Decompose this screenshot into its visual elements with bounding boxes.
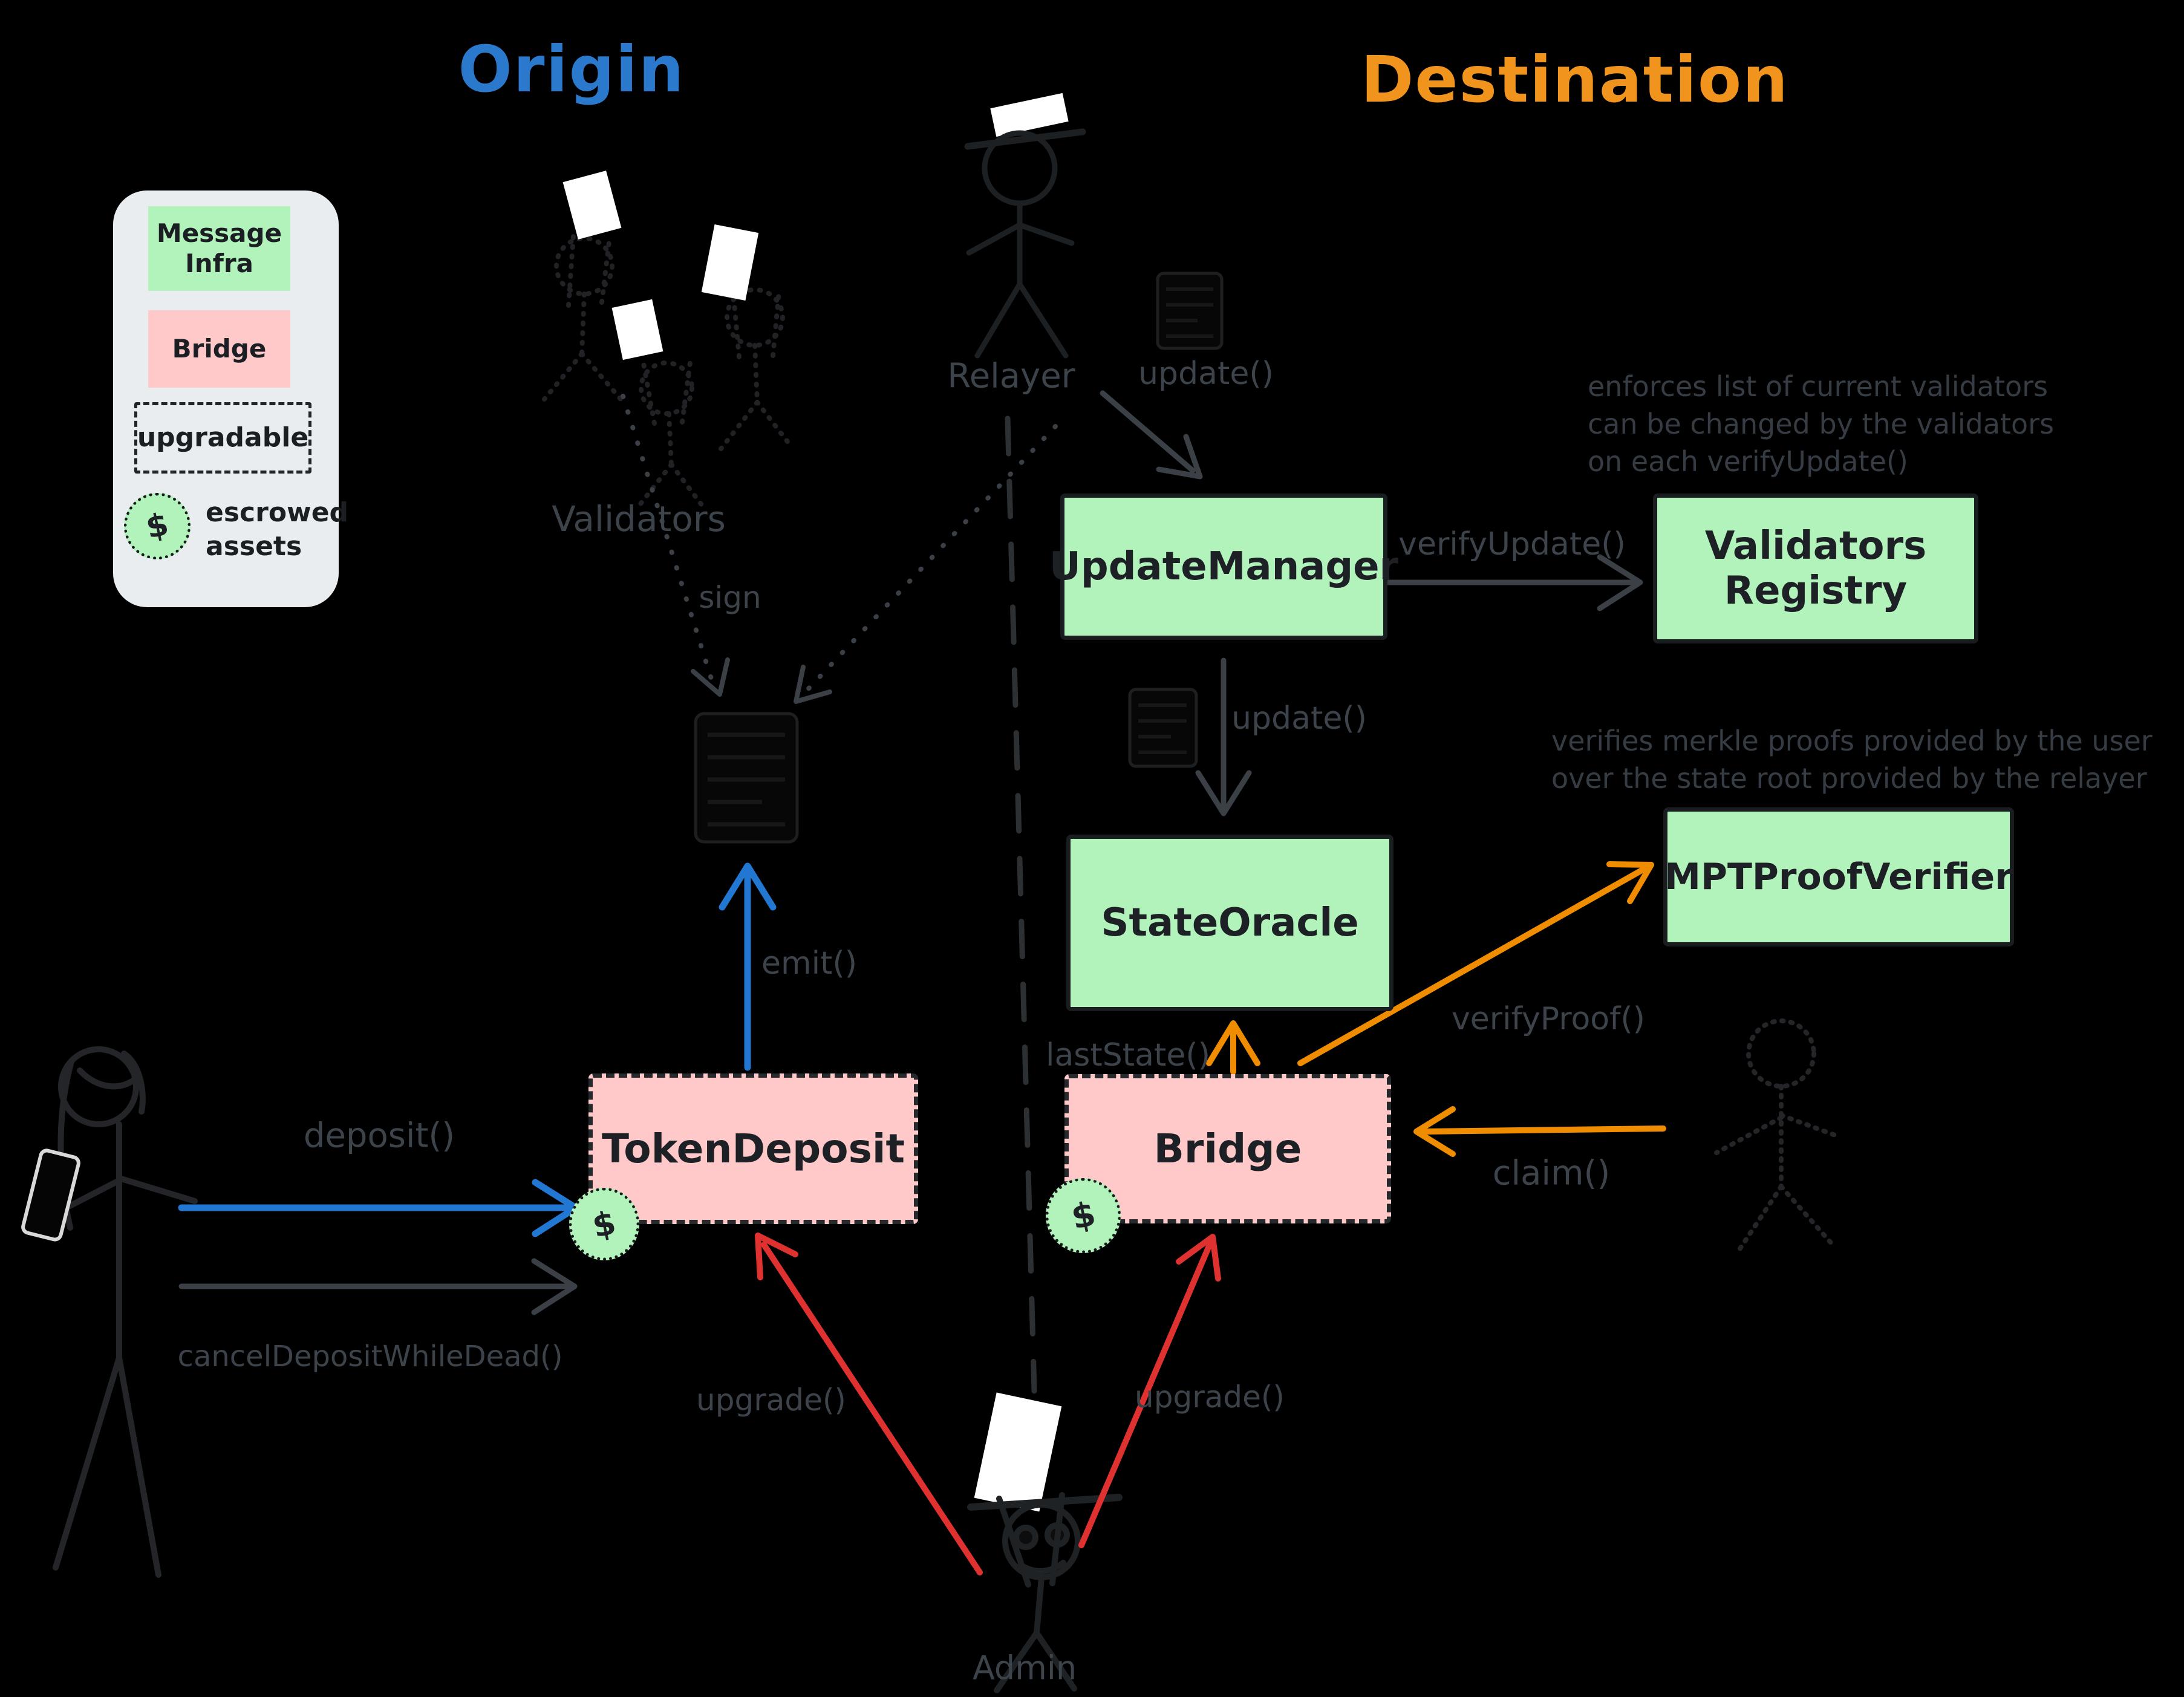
upgrade-tokendeposit-arrow xyxy=(755,1233,983,1575)
deposit-call-label: deposit() xyxy=(303,1116,455,1156)
state-list-doc-icon xyxy=(1128,688,1198,768)
verify-proof-call-label: verifyProof() xyxy=(1452,1001,1645,1037)
state-oracle-box: StateOracle xyxy=(1066,835,1394,1011)
legend-escrow-dollar: $ xyxy=(143,506,172,547)
legend-bridge-swatch: Bridge xyxy=(148,310,290,388)
bridge-box: Bridge xyxy=(1064,1074,1391,1223)
validators-label: Validators xyxy=(552,498,726,539)
legend-message-infra-label-line1: Message xyxy=(156,218,282,248)
validators-registry-label-line2: Registry xyxy=(1724,568,1908,613)
bridge-label: Bridge xyxy=(1153,1125,1302,1172)
legend-escrowed-assets-label: escrowed assets xyxy=(206,496,348,564)
update-manager-box: UpdateManager xyxy=(1049,493,1398,640)
validators-registry-note-line1: enforces list of current validators xyxy=(1588,370,2048,403)
legend-upgradable-swatch: upgradable xyxy=(134,402,311,474)
claim-arrow xyxy=(1413,1106,1666,1157)
mpt-proof-verifier-box: MPTProofVerifier xyxy=(1663,807,2014,946)
bridge-escrow-coin: $ xyxy=(1046,1178,1121,1253)
validators-registry-note-line3: on each verifyUpdate() xyxy=(1588,445,1908,478)
claim-call-label: claim() xyxy=(1492,1153,1611,1193)
validators-registry-label-line1: Validators xyxy=(1704,524,1927,568)
last-state-call-label: lastState() xyxy=(1045,1037,1211,1073)
user-figure xyxy=(21,1046,198,1578)
validators-registry-box: Validators Registry xyxy=(1653,493,1978,643)
destination-title: Destination xyxy=(1361,43,1789,117)
mpt-proof-verifier-note-line2: over the state root provided by the rela… xyxy=(1551,762,2147,795)
relayer-hat-band xyxy=(990,93,1069,137)
legend-bridge-label: Bridge xyxy=(172,334,267,363)
user-phone xyxy=(21,1148,80,1242)
legend-message-infra-swatch: Message Infra xyxy=(148,206,290,291)
emit-arrow xyxy=(719,862,777,1071)
upgrade-right-call-label: upgrade() xyxy=(1135,1379,1285,1415)
verify-update-arrow xyxy=(1383,554,1643,611)
relayer-update-call-label: update() xyxy=(1138,356,1274,392)
validators-sign-arrow xyxy=(621,394,730,697)
token-deposit-escrow-dollar: $ xyxy=(589,1203,619,1245)
cancel-deposit-call-label: cancelDepositWhileDead() xyxy=(177,1340,563,1373)
relayer-label: Relayer xyxy=(947,356,1075,396)
ballot-flag-1 xyxy=(562,171,622,239)
upgrade-left-call-label: upgrade() xyxy=(696,1383,846,1418)
state-oracle-label: StateOracle xyxy=(1101,901,1359,945)
verify-update-call-label: verifyUpdate() xyxy=(1398,526,1626,562)
bridge-escrow-dollar: $ xyxy=(1068,1194,1099,1237)
token-deposit-box: TokenDeposit xyxy=(588,1073,918,1224)
admin-label: Admin xyxy=(972,1649,1077,1687)
relayer-pickup-arrow xyxy=(794,424,1058,704)
relayer-update-arrow xyxy=(1100,390,1203,480)
validator-ballot-flags xyxy=(562,171,759,360)
ballot-flag-2 xyxy=(701,224,759,301)
verify-proof-arrow xyxy=(1297,861,1654,1066)
validators-registry-note: enforces list of current validators can … xyxy=(1588,368,2054,480)
upgrade-bridge-arrow xyxy=(1078,1234,1221,1548)
token-deposit-label: TokenDeposit xyxy=(601,1125,905,1172)
legend-escrowed-line1: escrowed xyxy=(206,497,349,528)
last-state-arrow xyxy=(1206,1020,1260,1075)
legend-upgradable-label: upgradable xyxy=(137,422,309,453)
admin-figure xyxy=(967,1392,1123,1693)
updatemanager-stateoracle-arrow xyxy=(1195,657,1252,816)
legend-escrowed-line2: assets xyxy=(206,531,302,562)
validators-registry-note-line2: can be changed by the validators xyxy=(1588,408,2055,440)
mpt-proof-verifier-note: verifies merkle proofs provided by the u… xyxy=(1551,722,2153,797)
origin-title: Origin xyxy=(458,33,685,106)
validator-figures xyxy=(542,233,794,512)
admin-laptop xyxy=(974,1392,1062,1512)
ballot-flag-3 xyxy=(611,299,663,360)
emit-call-label: emit() xyxy=(761,945,858,982)
legend: Message Infra Bridge upgradable $ escrow… xyxy=(113,191,348,607)
deposit-arrow xyxy=(178,1179,579,1237)
update-manager-label: UpdateManager xyxy=(1049,544,1399,589)
claimer-figure xyxy=(1714,1018,1842,1256)
legend-message-infra-label-line2: Infra xyxy=(185,249,253,278)
token-deposit-escrow-coin: $ xyxy=(569,1188,639,1260)
signed-state-doc-icon xyxy=(694,712,799,844)
cancel-deposit-arrow xyxy=(178,1258,578,1315)
sign-call-label: sign xyxy=(699,580,761,615)
mpt-proof-verifier-note-line1: verifies merkle proofs provided by the u… xyxy=(1551,725,2153,757)
relayer-figure xyxy=(964,93,1086,359)
origin-destination-divider-line xyxy=(1005,415,1037,1394)
state-update-call-label: update() xyxy=(1231,700,1367,737)
update-payload-doc-icon xyxy=(1156,272,1224,350)
legend-escrow-coin: $ xyxy=(124,493,191,559)
mpt-proof-verifier-label: MPTProofVerifier xyxy=(1664,856,2013,898)
